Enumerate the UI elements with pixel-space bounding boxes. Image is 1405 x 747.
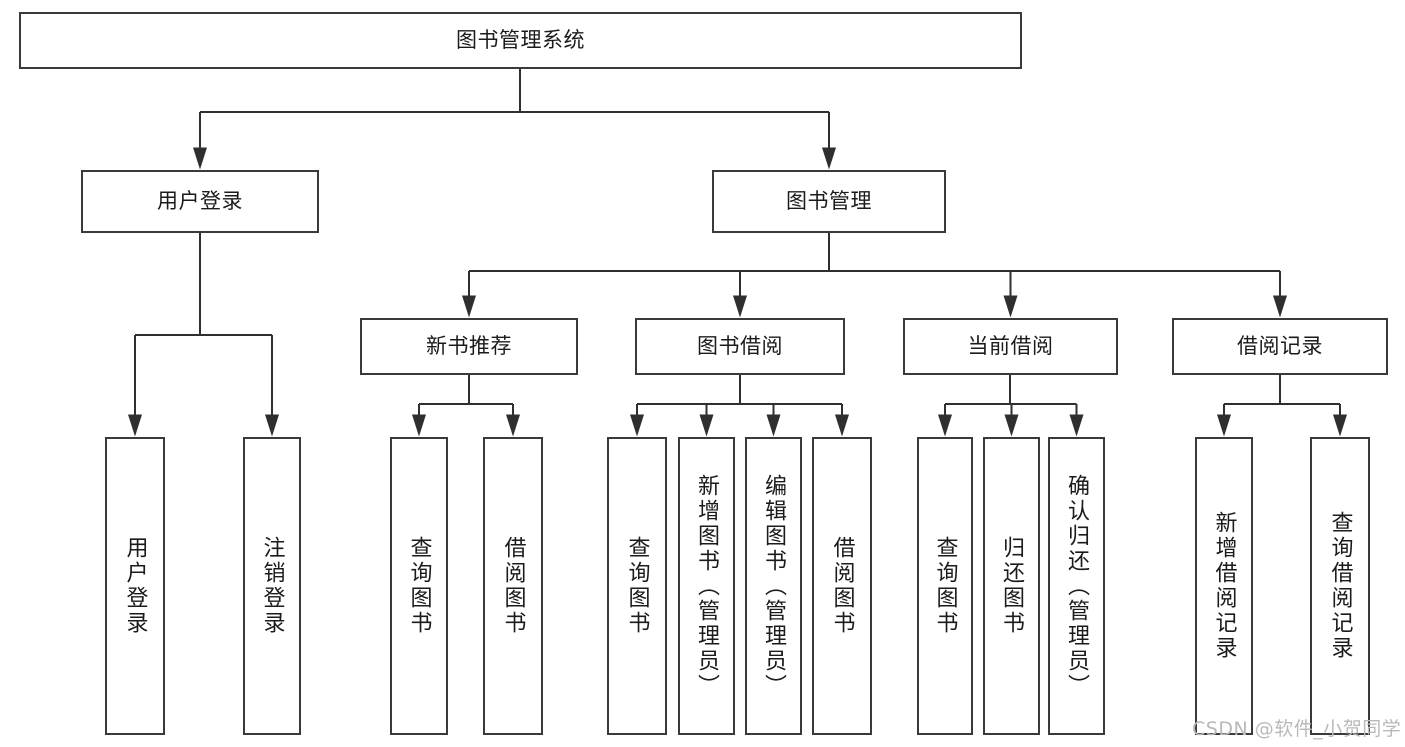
node-label: 新增图书（管理员） [694,473,720,699]
arrowhead [733,295,747,318]
node-label: 新书推荐 [426,334,512,359]
node-leaf-6[interactable]: 新增图书（管理员） [678,437,735,735]
node-label: 查询借阅记录 [1327,511,1353,661]
arrowhead [938,414,952,437]
node-label: 图书管理系统 [456,28,585,53]
arrowhead [1217,414,1231,437]
arrowhead [128,414,142,437]
node-label: 图书借阅 [697,334,783,359]
node-records[interactable]: 借阅记录 [1172,318,1388,375]
arrowhead [630,414,644,437]
node-label: 查询图书 [624,536,650,636]
node-label: 确认归还（管理员） [1064,473,1090,699]
arrowhead [265,414,279,437]
node-label: 用户登录 [157,189,243,214]
node-label: 当前借阅 [967,334,1054,359]
node-leaf-3[interactable]: 查询图书 [390,437,448,735]
node-leaf-5[interactable]: 查询图书 [607,437,667,735]
node-leaf-12[interactable]: 新增借阅记录 [1195,437,1253,735]
node-borrow[interactable]: 图书借阅 [635,318,845,375]
node-label: 借阅记录 [1237,334,1323,359]
node-label: 用户登录 [122,536,148,636]
node-label: 借阅图书 [500,536,526,636]
node-label: 借阅图书 [829,536,855,636]
arrowhead [766,414,781,437]
node-label: 新增借阅记录 [1211,511,1237,661]
arrowhead [1273,295,1287,318]
arrowhead [506,414,520,437]
arrowhead [412,414,426,437]
node-leaf-10[interactable]: 归还图书 [983,437,1040,735]
arrowhead [835,414,849,437]
node-bookmgmt[interactable]: 图书管理 [712,170,946,233]
arrowhead [1333,414,1347,437]
node-label: 注销登录 [259,536,285,636]
node-leaf-4[interactable]: 借阅图书 [483,437,543,735]
node-leaf-1[interactable]: 用户登录 [105,437,165,735]
arrowhead [193,147,207,170]
arrowhead [1004,414,1019,437]
arrowhead [822,147,836,170]
node-newbook[interactable]: 新书推荐 [360,318,578,375]
node-label: 查询图书 [932,536,958,636]
watermark-label: CSDN @软件_小贺同学 [1192,718,1402,740]
node-label: 归还图书 [999,536,1025,636]
node-leaf-2[interactable]: 注销登录 [243,437,301,735]
arrowhead [699,414,714,437]
node-current[interactable]: 当前借阅 [903,318,1118,375]
node-login[interactable]: 用户登录 [81,170,319,233]
node-label: 编辑图书（管理员） [761,473,787,699]
node-leaf-13[interactable]: 查询借阅记录 [1310,437,1370,735]
node-root[interactable]: 图书管理系统 [19,12,1022,69]
arrowhead [1003,295,1018,318]
node-leaf-9[interactable]: 查询图书 [917,437,973,735]
node-leaf-11[interactable]: 确认归还（管理员） [1048,437,1105,735]
node-label: 图书管理 [786,189,872,214]
node-leaf-7[interactable]: 编辑图书（管理员） [745,437,802,735]
node-label: 查询图书 [406,536,432,636]
node-leaf-8[interactable]: 借阅图书 [812,437,872,735]
arrowhead [462,295,476,318]
arrowhead [1069,414,1084,437]
